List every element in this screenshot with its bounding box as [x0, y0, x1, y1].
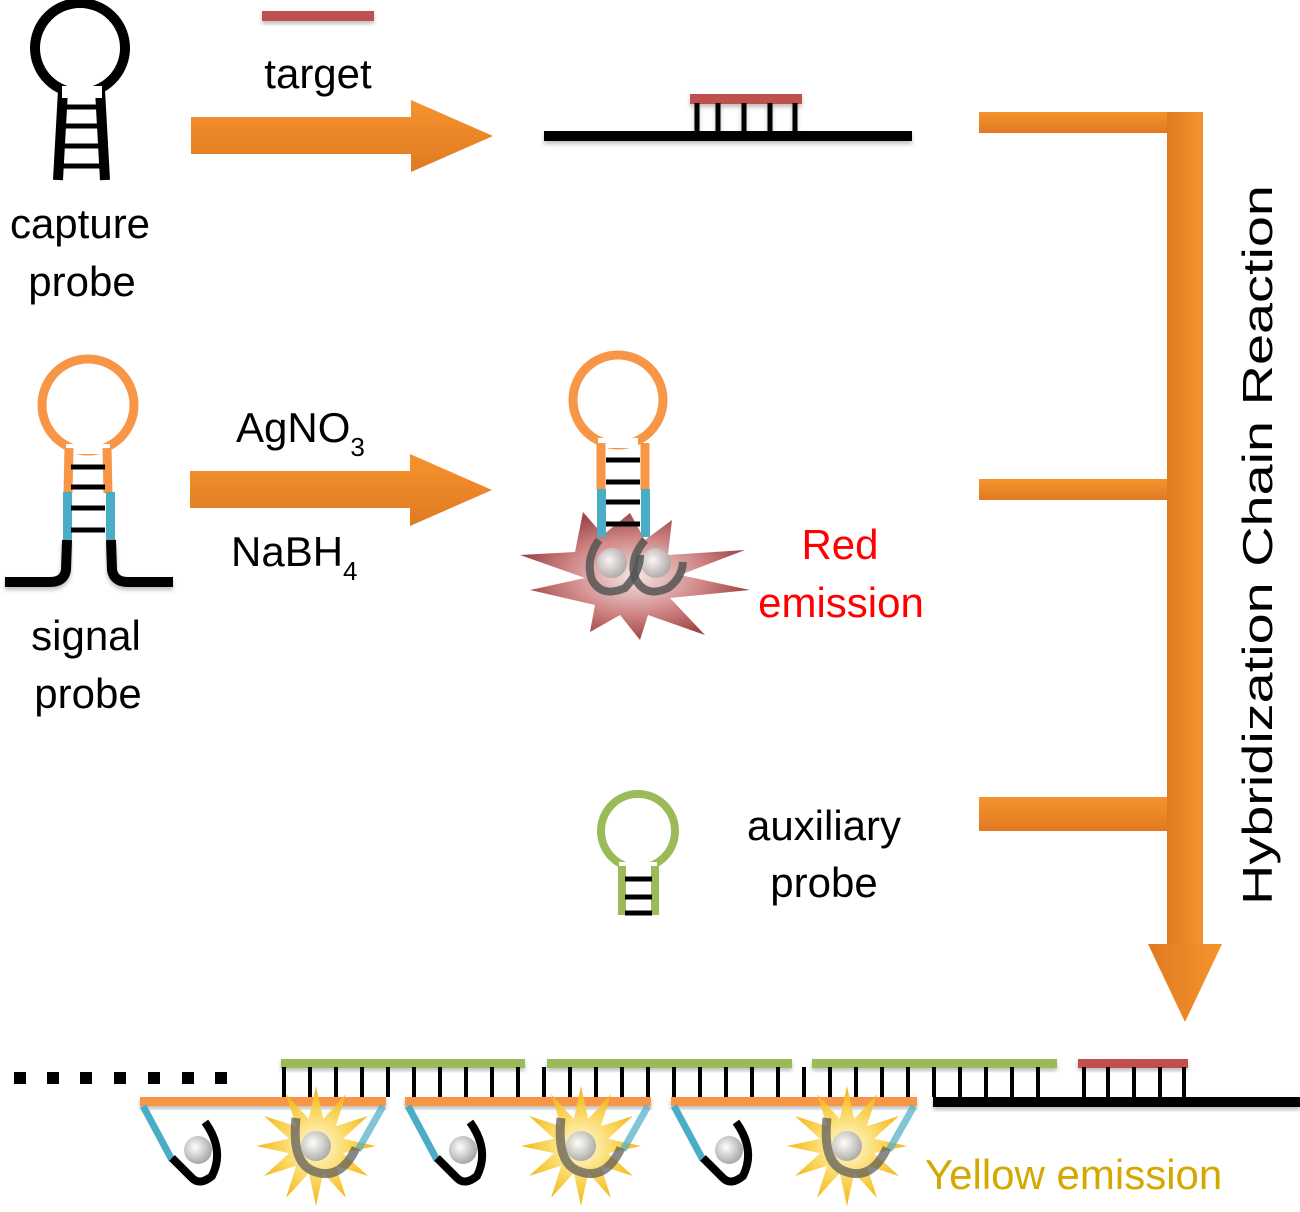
signal-tail: [290, 1117, 361, 1178]
target-strand: [1078, 1059, 1188, 1068]
signal-strand: [671, 1097, 917, 1106]
signal-probe-label-2: probe: [34, 670, 141, 717]
capture-probe-hairpin: [30, 0, 130, 181]
auxiliary-strand: [281, 1059, 525, 1068]
signal-stem: [139, 1104, 176, 1162]
yellow-emission-label: Yellow emission: [925, 1151, 1222, 1198]
auxiliary-strand: [812, 1059, 1057, 1068]
signal-strand: [405, 1097, 651, 1106]
reaction-arrow-1: [191, 100, 493, 172]
signal-tail: [821, 1117, 892, 1178]
reaction-arrow-2: [190, 454, 492, 526]
signal-probe-label-1: signal: [31, 612, 141, 659]
hcr-product-duplex: [139, 1059, 1300, 1206]
silver-nanocluster-icon: [301, 1131, 331, 1161]
signal-tail: [555, 1117, 626, 1178]
hcr-arrow: [979, 112, 1222, 1022]
signal-probe-hairpin: [5, 354, 173, 587]
silver-nanocluster-icon: [566, 1131, 596, 1161]
auxiliary-strand: [547, 1059, 792, 1068]
red-emission-label-2: emission: [758, 579, 924, 626]
silver-nanocluster-icon: [832, 1131, 862, 1161]
signal-stem: [670, 1104, 707, 1162]
target-strand: [262, 11, 374, 21]
red-emission-label-1: Red: [801, 521, 878, 568]
continuation-dots: [14, 1072, 227, 1084]
target-label: target: [264, 50, 372, 97]
signal-tail: [434, 1119, 487, 1186]
silver-nanocluster-icon: [449, 1136, 477, 1164]
capture-strand: [933, 1097, 1300, 1107]
signal-stem: [354, 1104, 387, 1152]
silver-nanocluster-icon: [597, 548, 627, 578]
capture-probe-label-1: capture: [10, 200, 150, 247]
auxiliary-probe-label-1: auxiliary: [747, 802, 901, 849]
silver-nanocluster-icon: [715, 1136, 743, 1164]
silver-cluster-hairpin: [568, 350, 687, 596]
auxiliary-probe-hairpin: [597, 790, 679, 916]
signal-stem: [885, 1104, 918, 1152]
silver-nanocluster-icon: [641, 548, 671, 578]
signal-strand: [140, 1097, 386, 1106]
reagent-nabh4: NaBH4: [231, 528, 358, 586]
capture-target-duplex: [544, 94, 912, 141]
signal-stem: [404, 1104, 441, 1162]
signal-tail: [169, 1119, 222, 1186]
auxiliary-probe-label-2: probe: [770, 859, 877, 906]
silver-nanocluster-icon: [184, 1136, 212, 1164]
capture-probe-label-2: probe: [28, 258, 135, 305]
signal-tail: [700, 1119, 753, 1186]
reagent-agno3: AgNO3: [236, 404, 365, 462]
signal-stem: [619, 1104, 652, 1152]
hcr-label: Hybridization Chain Reaction: [1234, 185, 1281, 905]
